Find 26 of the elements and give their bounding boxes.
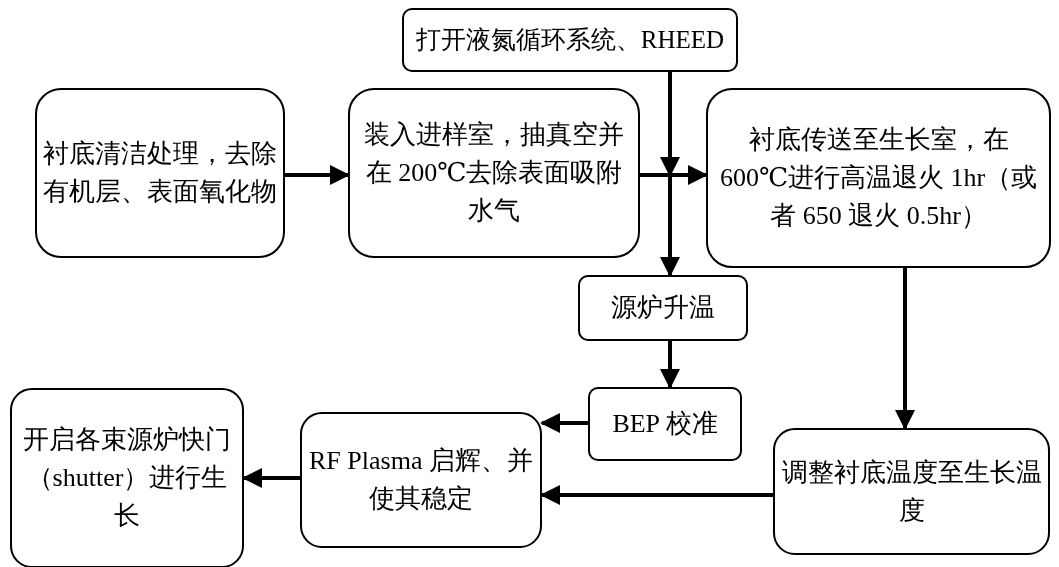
process-box [578, 275, 748, 341]
arrow [540, 413, 588, 433]
step-text: 衬底传送至生长室，在 600℃进行高温退火 1hr（或者 650 退火 0.5hr） [718, 124, 1039, 232]
step-text: RF Plasma 启辉、并使其稳定 [308, 445, 534, 515]
process-box [706, 88, 1051, 268]
arrow [640, 165, 708, 185]
arrow [242, 468, 300, 488]
step-text: 源炉升温 [611, 292, 715, 325]
arrow [660, 341, 680, 389]
step-text: 调整衬底温度至生长温度 [781, 456, 1042, 527]
arrow [540, 485, 773, 505]
step-text: 打开液氮循环系统、RHEED [415, 24, 725, 55]
arrow [660, 72, 680, 275]
step-text: 衬底清洁处理，去除有机层、表面氧化物 [43, 138, 277, 208]
process-box [773, 428, 1050, 555]
process-box [588, 387, 742, 461]
step-text: 装入进样室，抽真空并在 200℃去除表面吸附水气 [363, 119, 625, 227]
step-text: BEP 校准 [612, 408, 718, 441]
process-box [10, 388, 244, 567]
arrow [285, 165, 350, 185]
process-box [300, 412, 542, 548]
process-box [402, 8, 738, 72]
process-box [348, 88, 640, 258]
arrow [895, 268, 915, 430]
process-box [35, 88, 285, 258]
step-text: 开启各束源炉快门（shutter）进行生长 [22, 424, 232, 532]
